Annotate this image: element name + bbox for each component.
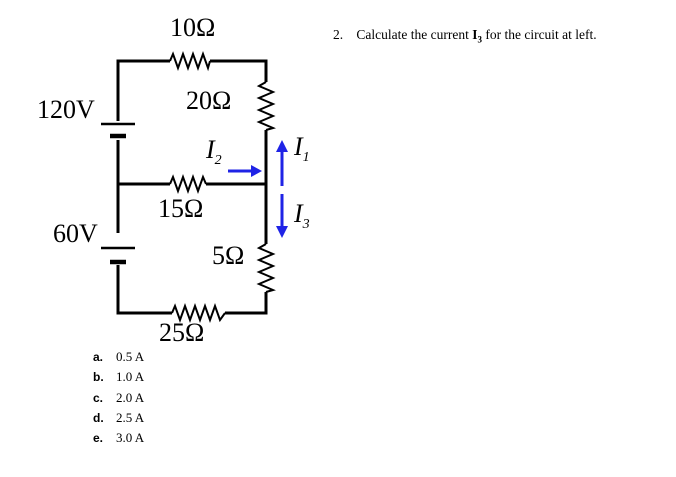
label-i3: I3 — [293, 199, 310, 232]
resistor-top — [169, 51, 211, 72]
option-value: 2.0 A — [116, 389, 145, 405]
arrow-i3-head — [276, 226, 288, 238]
label-r-right-lower: 5Ω — [212, 241, 244, 270]
label-i1: I1 — [293, 132, 310, 165]
option-value: 2.5 A — [116, 409, 145, 425]
answer-options: a. 0.5 A b. 1.0 A c. 2.0 A d. 2.5 A e. 3.0 A — [93, 347, 144, 448]
option-letter: e. — [93, 431, 104, 446]
wire-top-right — [210, 59, 268, 82]
label-r-right-upper: 20Ω — [186, 86, 231, 115]
label-battery-upper: 120V — [37, 95, 95, 124]
option-value: 1.0 A — [116, 369, 145, 385]
resistor-right-upper — [256, 81, 276, 131]
question-text-after: for the circuit at left. — [485, 27, 597, 42]
option-letter: d. — [93, 410, 104, 425]
arrow-i1-head — [276, 140, 288, 152]
wire-right-bottom — [225, 292, 268, 315]
label-r-bottom: 25Ω — [159, 318, 204, 347]
label-battery-lower: 60V — [53, 219, 98, 248]
option-d[interactable]: d. 2.5 A — [93, 408, 144, 428]
wire-bottom-left — [116, 265, 172, 315]
option-letter: b. — [93, 370, 104, 385]
option-value: 0.5 A — [116, 349, 145, 364]
question-text-before: Calculate the current — [356, 27, 469, 42]
wire-top-left — [116, 59, 170, 121]
option-letter: a. — [93, 350, 104, 364]
option-b[interactable]: b. 1.0 A — [93, 367, 144, 387]
label-i2: I2 — [205, 135, 222, 168]
resistor-bottom — [171, 303, 226, 323]
question-number: 2. — [333, 27, 344, 42]
question-text: 2. Calculate the current I3 for the circ… — [333, 27, 597, 45]
option-value: 3.0 A — [116, 430, 145, 446]
option-letter: c. — [93, 390, 104, 405]
option-c[interactable]: c. 2.0 A — [93, 388, 144, 408]
option-e[interactable]: e. 3.0 A — [93, 428, 144, 448]
resistor-middle — [169, 174, 207, 194]
label-r-top: 10Ω — [170, 13, 215, 42]
option-a[interactable]: a. 0.5 A — [93, 347, 144, 367]
label-r-middle: 15Ω — [158, 194, 203, 223]
resistor-right-lower — [256, 243, 276, 293]
arrow-i2-head — [251, 165, 262, 177]
question-current-symbol: I3 — [472, 27, 482, 45]
